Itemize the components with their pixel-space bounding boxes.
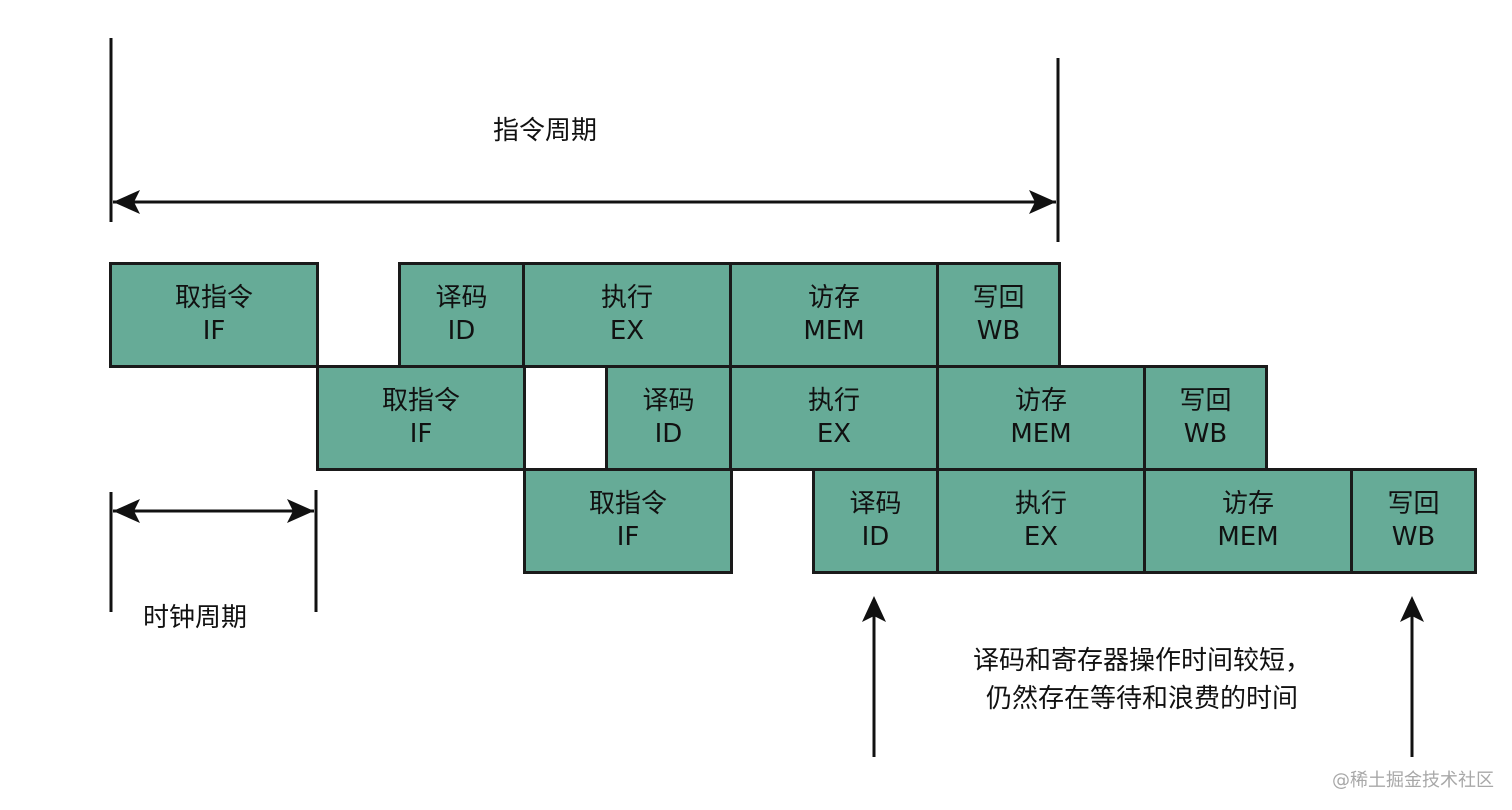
clock-cycle-label: 时钟周期 [143, 603, 248, 633]
stage-name: 写回 [972, 283, 1025, 313]
stage-name: 执行 [1014, 489, 1067, 519]
watermark: @稀土掘金技术社区 [1332, 770, 1494, 791]
stage-name: 执行 [600, 283, 653, 313]
stage-abbr: MEM [803, 316, 865, 346]
writeback-pointer-arrow [1400, 596, 1424, 757]
stage-name: 译码 [642, 386, 695, 416]
stage-name: 访存 [807, 283, 860, 313]
stage-name: 取指令 [381, 386, 460, 416]
stage-name: 访存 [1221, 489, 1274, 519]
stage-abbr: IF [409, 419, 433, 449]
row3-id-stage: 译码 ID [812, 468, 939, 574]
row1-wb-stage: 写回 WB [936, 262, 1061, 368]
row2-ex-stage: 执行 EX [729, 365, 939, 471]
row1-mem-stage: 访存 MEM [729, 262, 939, 368]
row1-id-stage: 译码 ID [398, 262, 525, 368]
row2-id-stage: 译码 ID [605, 365, 732, 471]
stage-abbr: ID [861, 522, 890, 552]
stage-name: 执行 [807, 386, 860, 416]
stage-abbr: IF [616, 522, 640, 552]
stage-name: 取指令 [588, 489, 667, 519]
stage-name: 译码 [435, 283, 488, 313]
row3-if-stage: 取指令 IF [523, 468, 733, 574]
stage-abbr: EX [609, 316, 645, 346]
stage-abbr: ID [447, 316, 476, 346]
stage-abbr: MEM [1217, 522, 1279, 552]
row2-if-stage: 取指令 IF [316, 365, 526, 471]
stage-abbr: EX [816, 419, 852, 449]
stage-abbr: WB [976, 316, 1021, 346]
stage-name: 访存 [1014, 386, 1067, 416]
annotation-note: 译码和寄存器操作时间较短， 仍然存在等待和浪费的时间 [950, 642, 1334, 718]
instruction-cycle-arrow [113, 190, 1056, 214]
row1-if-stage: 取指令 IF [109, 262, 319, 368]
stage-abbr: ID [654, 419, 683, 449]
stage-abbr: IF [202, 316, 226, 346]
stage-abbr: WB [1391, 522, 1436, 552]
row3-ex-stage: 执行 EX [936, 468, 1146, 574]
row3-mem-stage: 访存 MEM [1143, 468, 1353, 574]
stage-abbr: WB [1183, 419, 1228, 449]
clock-cycle-arrow [113, 499, 314, 523]
stage-abbr: MEM [1010, 419, 1072, 449]
stage-name: 写回 [1387, 489, 1440, 519]
row1-ex-stage: 执行 EX [522, 262, 732, 368]
stage-name: 取指令 [174, 283, 253, 313]
stage-name: 写回 [1179, 386, 1232, 416]
stage-name: 译码 [849, 489, 902, 519]
annotation-line-1: 译码和寄存器操作时间较短， [972, 646, 1311, 676]
annotation-line-2: 仍然存在等待和浪费的时间 [985, 684, 1298, 714]
row3-wb-stage: 写回 WB [1350, 468, 1477, 574]
row2-mem-stage: 访存 MEM [936, 365, 1146, 471]
row2-wb-stage: 写回 WB [1143, 365, 1268, 471]
instruction-cycle-label: 指令周期 [493, 116, 598, 146]
decode-pointer-arrow [862, 596, 886, 757]
stage-abbr: EX [1023, 522, 1059, 552]
